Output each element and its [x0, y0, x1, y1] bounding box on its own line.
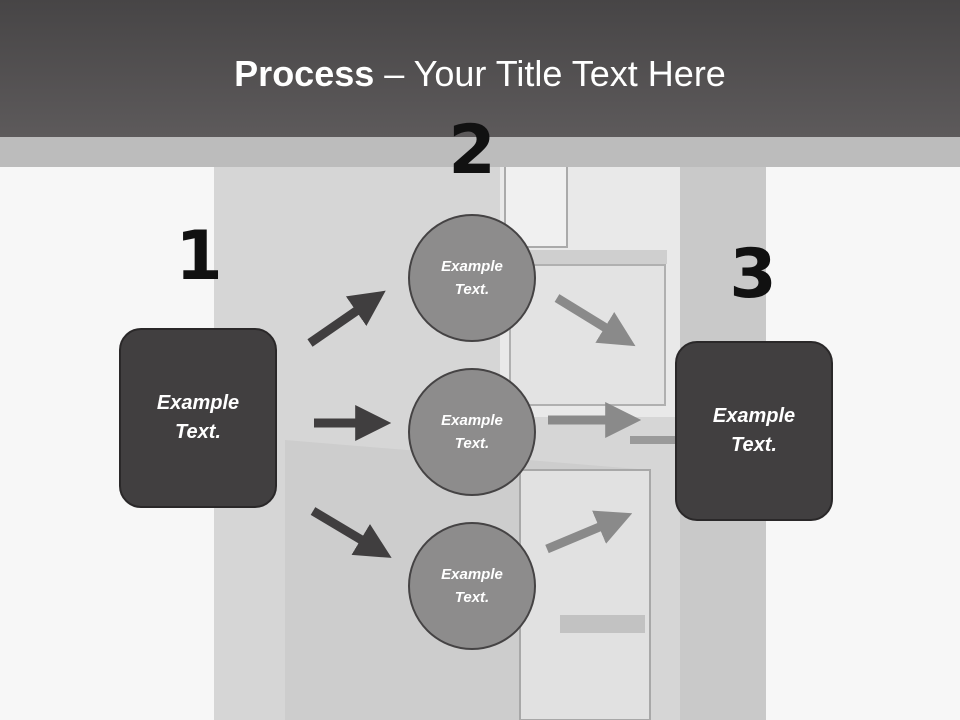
arrow-1-to-circle-top: [307, 290, 386, 347]
circle-bottom-text: Example Text.: [441, 566, 503, 606]
circle-middle: Example Text.: [408, 368, 536, 496]
step-1-box: Example Text.: [119, 328, 277, 508]
step-3-text: Example Text.: [712, 405, 796, 456]
circle-top-text: Example Text.: [441, 258, 503, 298]
arrow-circle-top-to-3: [554, 294, 636, 347]
header-bar: Process – Your Title Text Here: [0, 0, 960, 137]
step-3-box: Example Text.: [675, 341, 833, 521]
step-number-3: 3: [729, 235, 777, 314]
step-number-2: 2: [448, 111, 496, 190]
circle-top: Example Text.: [408, 214, 536, 342]
circle-middle-text: Example Text.: [441, 412, 503, 452]
page-title: Process – Your Title Text Here: [0, 52, 960, 96]
title-bold: Process: [234, 53, 375, 94]
header-band: [0, 137, 960, 167]
arrow-circle-bottom-to-3: [545, 510, 633, 554]
title-rest: – Your Title Text Here: [374, 53, 726, 94]
arrow-1-to-circle-bottom: [310, 507, 392, 558]
circle-bottom: Example Text.: [408, 522, 536, 650]
step-1-text: Example Text.: [156, 392, 240, 443]
step-number-1: 1: [175, 217, 223, 296]
